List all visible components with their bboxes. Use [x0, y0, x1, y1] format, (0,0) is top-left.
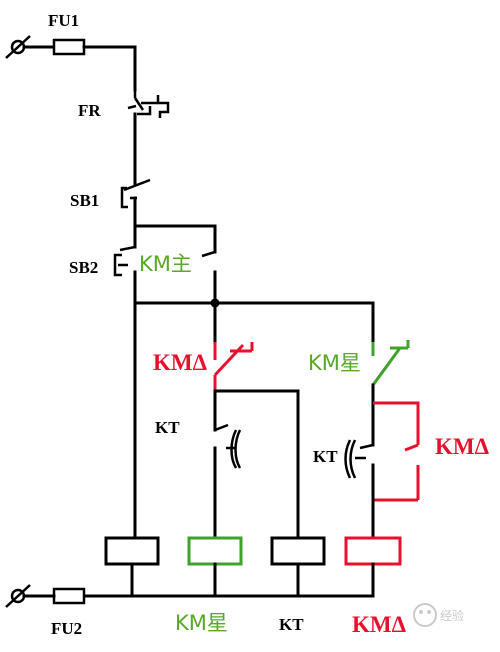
supply-terminal-bottom: [5, 584, 31, 608]
label-km-delta-right: KMΔ: [435, 434, 490, 459]
label-coil-kt: KT: [279, 615, 304, 634]
km-delta-no-contact-right: [404, 443, 420, 500]
km-star-nc-contact: [371, 340, 410, 405]
coil-kt: [270, 536, 326, 566]
label-kt-left: KT: [155, 418, 180, 437]
label-coil-km-star: KM星: [175, 611, 228, 635]
wire-fu1-to-fr: [82, 45, 137, 92]
label-fr: FR: [78, 101, 101, 120]
fuse-fu1: [52, 38, 86, 56]
label-coil-km-delta: KMΔ: [352, 612, 407, 637]
coil-km-star: [187, 536, 243, 566]
wire-to-km-hold: [133, 224, 217, 254]
stop-button-sb1: [120, 178, 151, 228]
wire-to-kt-coil: [213, 389, 300, 540]
label-km-delta-left: KMΔ: [153, 350, 208, 375]
kt-delay-contact-left: [213, 423, 242, 540]
start-button-sb2: [113, 245, 137, 305]
km-delta-nc-contact-left: [213, 342, 254, 391]
label-sb1: SB1: [70, 191, 99, 210]
fuse-fu2: [52, 587, 86, 605]
kt-delay-contact-right: [344, 439, 375, 502]
label-km-star-contact: KM星: [308, 351, 361, 375]
label-km-main: KM主: [139, 252, 192, 276]
km-main-hold-contact: [201, 250, 217, 305]
watermark-text: 经验: [440, 608, 464, 623]
wire-km-delta-hold-upper: [373, 401, 420, 445]
label-fu1: FU1: [48, 11, 79, 30]
watermark-logo: 经验: [413, 603, 464, 627]
coil-km-delta: [344, 536, 402, 566]
coil-km-main: [104, 536, 160, 566]
thermal-relay-fr-contact: [127, 90, 170, 187]
label-sb2: SB2: [69, 258, 98, 277]
label-fu2: FU2: [51, 619, 82, 638]
label-kt-right: KT: [313, 447, 338, 466]
